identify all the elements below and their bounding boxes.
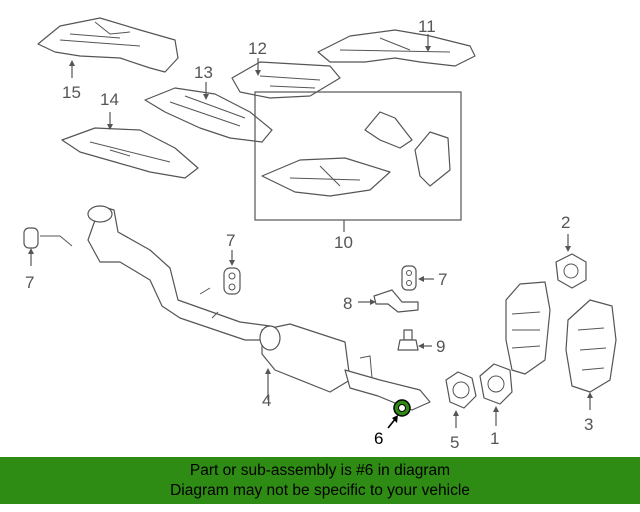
callout-15: 15 — [62, 83, 81, 102]
callout-6: 6 — [374, 429, 383, 448]
exhaust-pipe-assembly[interactable] — [87, 205, 431, 411]
part-7-hanger-right[interactable] — [401, 265, 417, 291]
arrowhead-5 — [453, 410, 459, 416]
part-15-heat-shield[interactable] — [37, 17, 179, 73]
arrowhead-7a — [28, 248, 34, 254]
part-7-hanger-left[interactable] — [23, 227, 73, 249]
part-1-catalytic-converter[interactable] — [479, 281, 551, 405]
exhaust-parts-diagram: 15 11 12 13 14 10 — [23, 17, 617, 452]
callout-1: 1 — [490, 429, 499, 448]
arrowhead-12 — [255, 70, 261, 76]
callout-9: 9 — [436, 337, 445, 356]
callout-8: 8 — [343, 294, 352, 313]
part-2-gasket[interactable] — [555, 253, 587, 289]
arrowhead-8 — [370, 299, 376, 305]
arrowhead-14 — [107, 124, 113, 130]
callout-14: 14 — [100, 90, 119, 109]
part-5-gasket[interactable] — [445, 371, 477, 409]
callout-7c: 7 — [438, 270, 447, 289]
banner-line-1: Part or sub-assembly is #6 in diagram — [189, 462, 451, 479]
callout-5: 5 — [450, 433, 459, 452]
callout-7a: 7 — [25, 273, 34, 292]
callout-10: 10 — [334, 233, 353, 252]
callout-11: 11 — [418, 17, 436, 36]
part-14-heat-shield[interactable] — [61, 127, 199, 179]
part-10-group-box[interactable] — [254, 91, 462, 221]
arrowhead-2 — [565, 246, 571, 252]
arrowhead-15 — [69, 60, 75, 66]
callout-2: 2 — [561, 213, 570, 232]
callout-3: 3 — [584, 415, 593, 434]
arrowhead-7c — [418, 276, 424, 282]
info-banner: Part or sub-assembly is #6 in diagram Di… — [0, 457, 640, 504]
arrowhead-1 — [493, 406, 499, 412]
part-7-hanger-mid[interactable] — [223, 267, 241, 295]
banner-line-2: Diagram may not be specific to your vehi… — [170, 482, 470, 499]
arrowhead-11 — [425, 46, 431, 52]
part-13-heat-shield[interactable] — [144, 87, 273, 143]
part-8-bracket[interactable] — [373, 289, 419, 313]
callout-12: 12 — [248, 39, 267, 58]
part-6-nut-highlighted[interactable] — [393, 399, 411, 417]
part-11-heat-shield[interactable] — [317, 29, 476, 67]
arrowhead-3 — [587, 392, 593, 398]
arrowhead-13 — [203, 94, 209, 100]
part-3-heat-shield[interactable] — [565, 299, 617, 393]
arrowhead-7b — [229, 260, 235, 266]
callout-13: 13 — [194, 63, 213, 82]
part-9-bolt[interactable] — [397, 329, 419, 351]
arrowhead-4 — [265, 368, 271, 374]
callout-7b: 7 — [226, 231, 235, 250]
callout-4: 4 — [262, 391, 271, 410]
arrowhead-9 — [418, 343, 424, 349]
arrowhead-6 — [392, 415, 398, 423]
